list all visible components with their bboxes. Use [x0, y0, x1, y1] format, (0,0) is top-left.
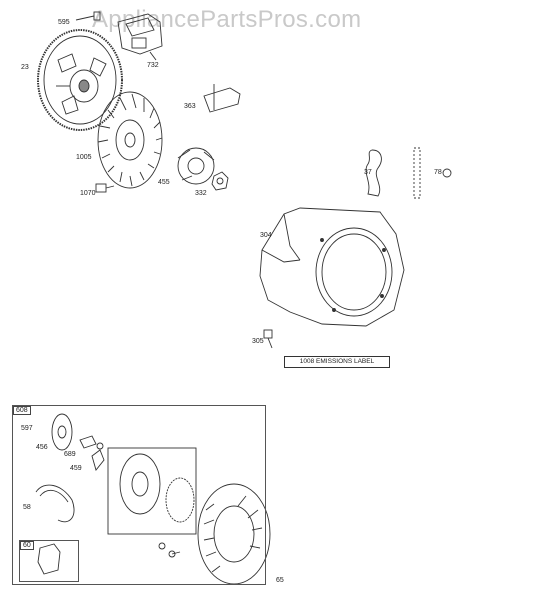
- part-label-363: 363: [184, 103, 196, 110]
- pulley-456-drawing: [51, 413, 73, 451]
- bolt-305-drawing: [263, 329, 273, 349]
- blower-housing-drawing: [259, 207, 405, 327]
- dog-459-drawing: [91, 449, 105, 471]
- starter-inset-drawing: [107, 447, 197, 535]
- part-label-78: 78: [434, 169, 442, 176]
- handle-60-drawing: [37, 543, 61, 575]
- part-label-595: 595: [58, 19, 70, 26]
- fan-drawing: [97, 91, 163, 189]
- handle-kit-frame: [19, 540, 79, 582]
- cup-455-drawing: [177, 147, 215, 185]
- pawl-689-drawing: [79, 435, 104, 450]
- nut-332-drawing: [211, 171, 229, 191]
- part-label-37: 37: [364, 169, 372, 176]
- watermark: AppliancePartsPros.com: [92, 6, 362, 33]
- armature-drawing: [117, 13, 163, 55]
- baffle-37-drawing: [365, 147, 421, 199]
- emissions-label-box: 1008 EMISSIONS LABEL: [284, 356, 390, 368]
- part-label-459: 459: [70, 465, 82, 472]
- part-label-732: 732: [147, 62, 159, 69]
- part-label-456: 456: [36, 444, 48, 451]
- fastener-cluster-drawing: [158, 542, 181, 558]
- rope-58-drawing: [35, 484, 75, 523]
- part-label-23: 23: [21, 64, 29, 71]
- part-label-304: 304: [260, 232, 272, 239]
- part-label-332: 332: [195, 190, 207, 197]
- part-label-1070: 1070: [80, 190, 96, 197]
- part-label-305: 305: [252, 338, 264, 345]
- bolt-1070-drawing: [95, 183, 115, 193]
- part-label-597: 597: [21, 425, 33, 432]
- flywheel-drawing: [37, 29, 123, 131]
- part-label-455: 455: [158, 179, 170, 186]
- nut-78-drawing: [442, 168, 452, 178]
- bracket-363-drawing: [203, 84, 241, 113]
- part-label-60: 60: [20, 541, 34, 550]
- part-label-608: 608: [13, 406, 31, 415]
- bolt-595-drawing: [75, 11, 101, 21]
- part-label-689: 689: [64, 451, 76, 458]
- part-label-58: 58: [23, 504, 31, 511]
- part-label-65: 65: [276, 577, 284, 584]
- starter-kit-frame: [12, 405, 266, 585]
- part-label-1005: 1005: [76, 154, 92, 161]
